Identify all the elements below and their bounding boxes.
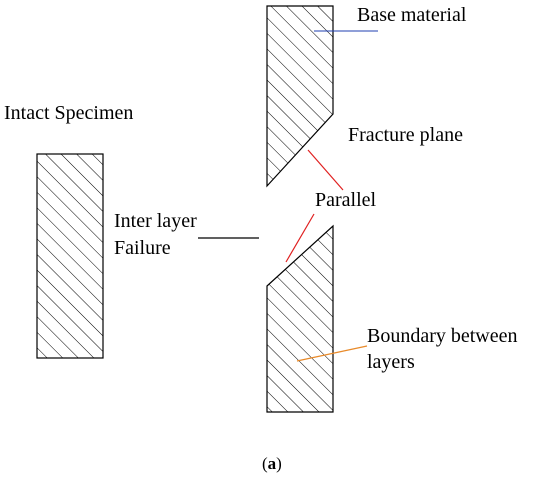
- caption-close-paren: ): [276, 454, 282, 473]
- figure-caption: (a): [262, 454, 282, 473]
- boundary-between-label: Boundary between: [367, 325, 518, 347]
- lower-fractured-piece: [266, 224, 334, 413]
- boundary-leader: [296, 345, 368, 362]
- caption-letter: a: [268, 454, 277, 473]
- layers-label: layers: [367, 351, 415, 373]
- parallel-leader-lower: [285, 213, 315, 263]
- base-material-label: Base material: [357, 4, 467, 26]
- intact-specimen-label: Intact Specimen: [4, 102, 133, 124]
- intact-specimen-shape: [36, 153, 104, 359]
- fracture-plane-label: Fracture plane: [348, 124, 463, 146]
- failure-label: Failure: [114, 237, 171, 259]
- upper-fractured-piece: [266, 5, 334, 188]
- caption-open-paren: (: [262, 454, 268, 473]
- parallel-leader-upper: [307, 149, 344, 191]
- inter-layer-label: Inter layer: [114, 210, 197, 232]
- parallel-label: Parallel: [315, 189, 377, 211]
